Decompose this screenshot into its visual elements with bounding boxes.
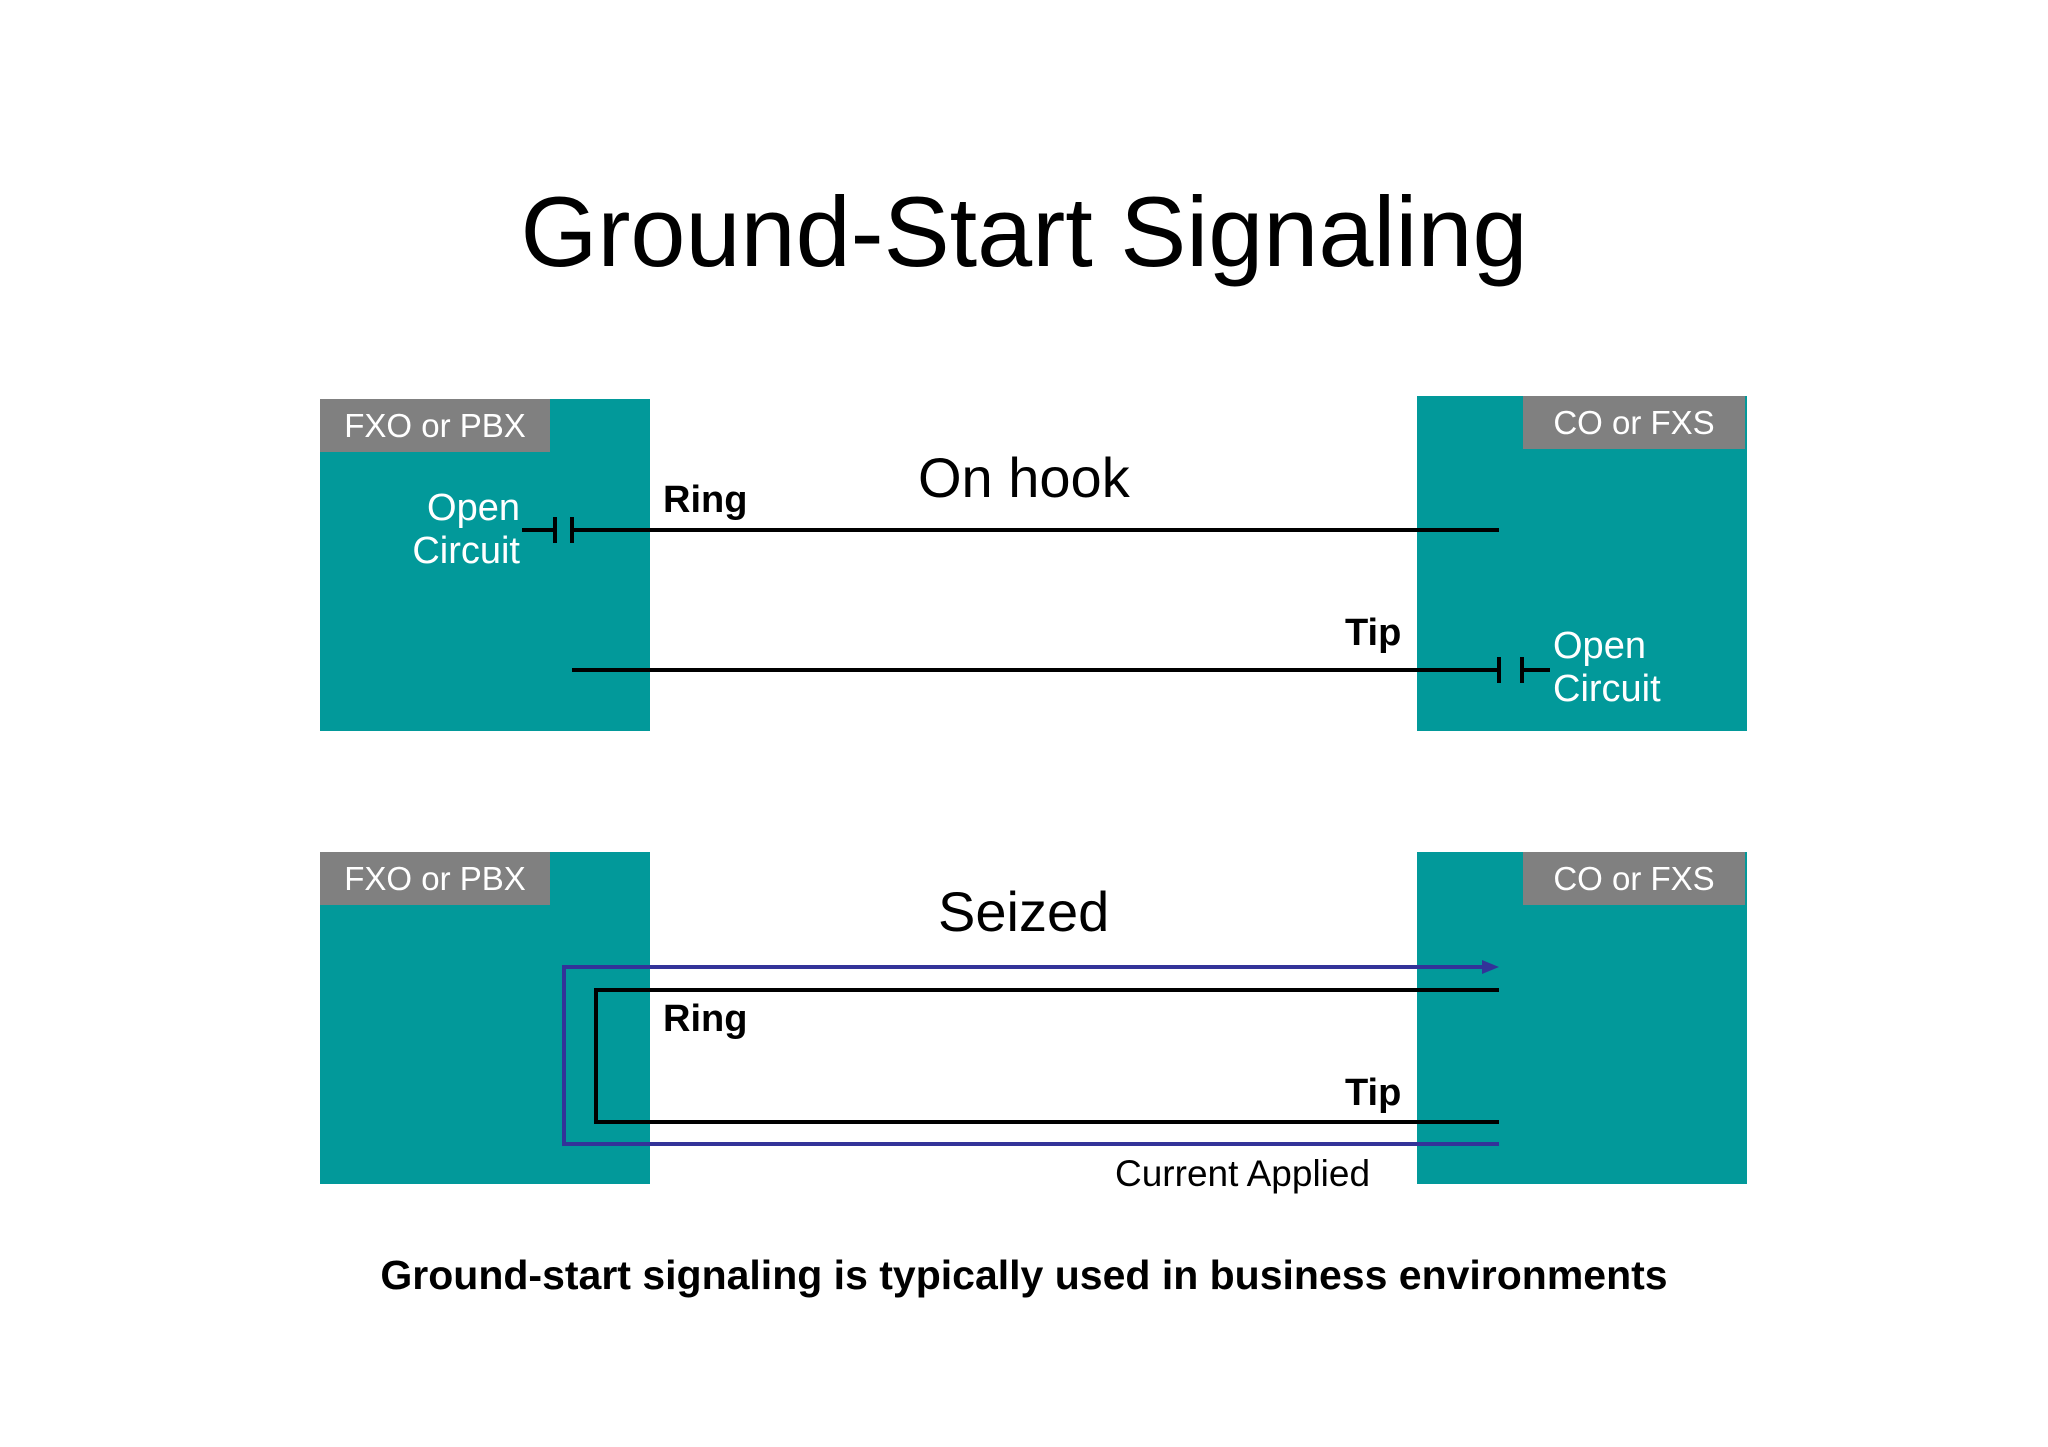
co-fxs-label: CO or FXS bbox=[1523, 852, 1745, 905]
caption: Ground-start signaling is typically used… bbox=[380, 1252, 1668, 1298]
current-applied-label: Current Applied bbox=[1115, 1153, 1371, 1194]
fxo-pbx-label: FXO or PBX bbox=[320, 399, 550, 452]
seized-heading: Seized bbox=[938, 880, 1110, 943]
on-hook-heading: On hook bbox=[918, 446, 1130, 509]
co-fxs-block bbox=[1417, 852, 1747, 1184]
page-title: Ground-Start Signaling bbox=[520, 176, 1528, 287]
tip-wire-label: Tip bbox=[1345, 1072, 1402, 1114]
fxo-pbx-label: FXO or PBX bbox=[320, 852, 550, 905]
seized-loop-wires bbox=[594, 988, 1499, 1124]
open-circuit-label-right: Open Circuit bbox=[1553, 625, 1661, 710]
fxo-pbx-block bbox=[320, 399, 650, 731]
ring-wire-label: Ring bbox=[663, 998, 748, 1040]
tip-wire-label: Tip bbox=[1345, 612, 1402, 654]
ring-wire bbox=[522, 517, 1499, 543]
current-path bbox=[562, 965, 1499, 1146]
co-fxs-label: CO or FXS bbox=[1523, 396, 1745, 449]
ring-wire-label: Ring bbox=[663, 479, 748, 521]
current-arrow-icon bbox=[1482, 960, 1499, 974]
co-fxs-block bbox=[1417, 396, 1747, 731]
tip-wire bbox=[572, 657, 1550, 683]
open-circuit-label-left: Open Circuit bbox=[412, 487, 520, 572]
